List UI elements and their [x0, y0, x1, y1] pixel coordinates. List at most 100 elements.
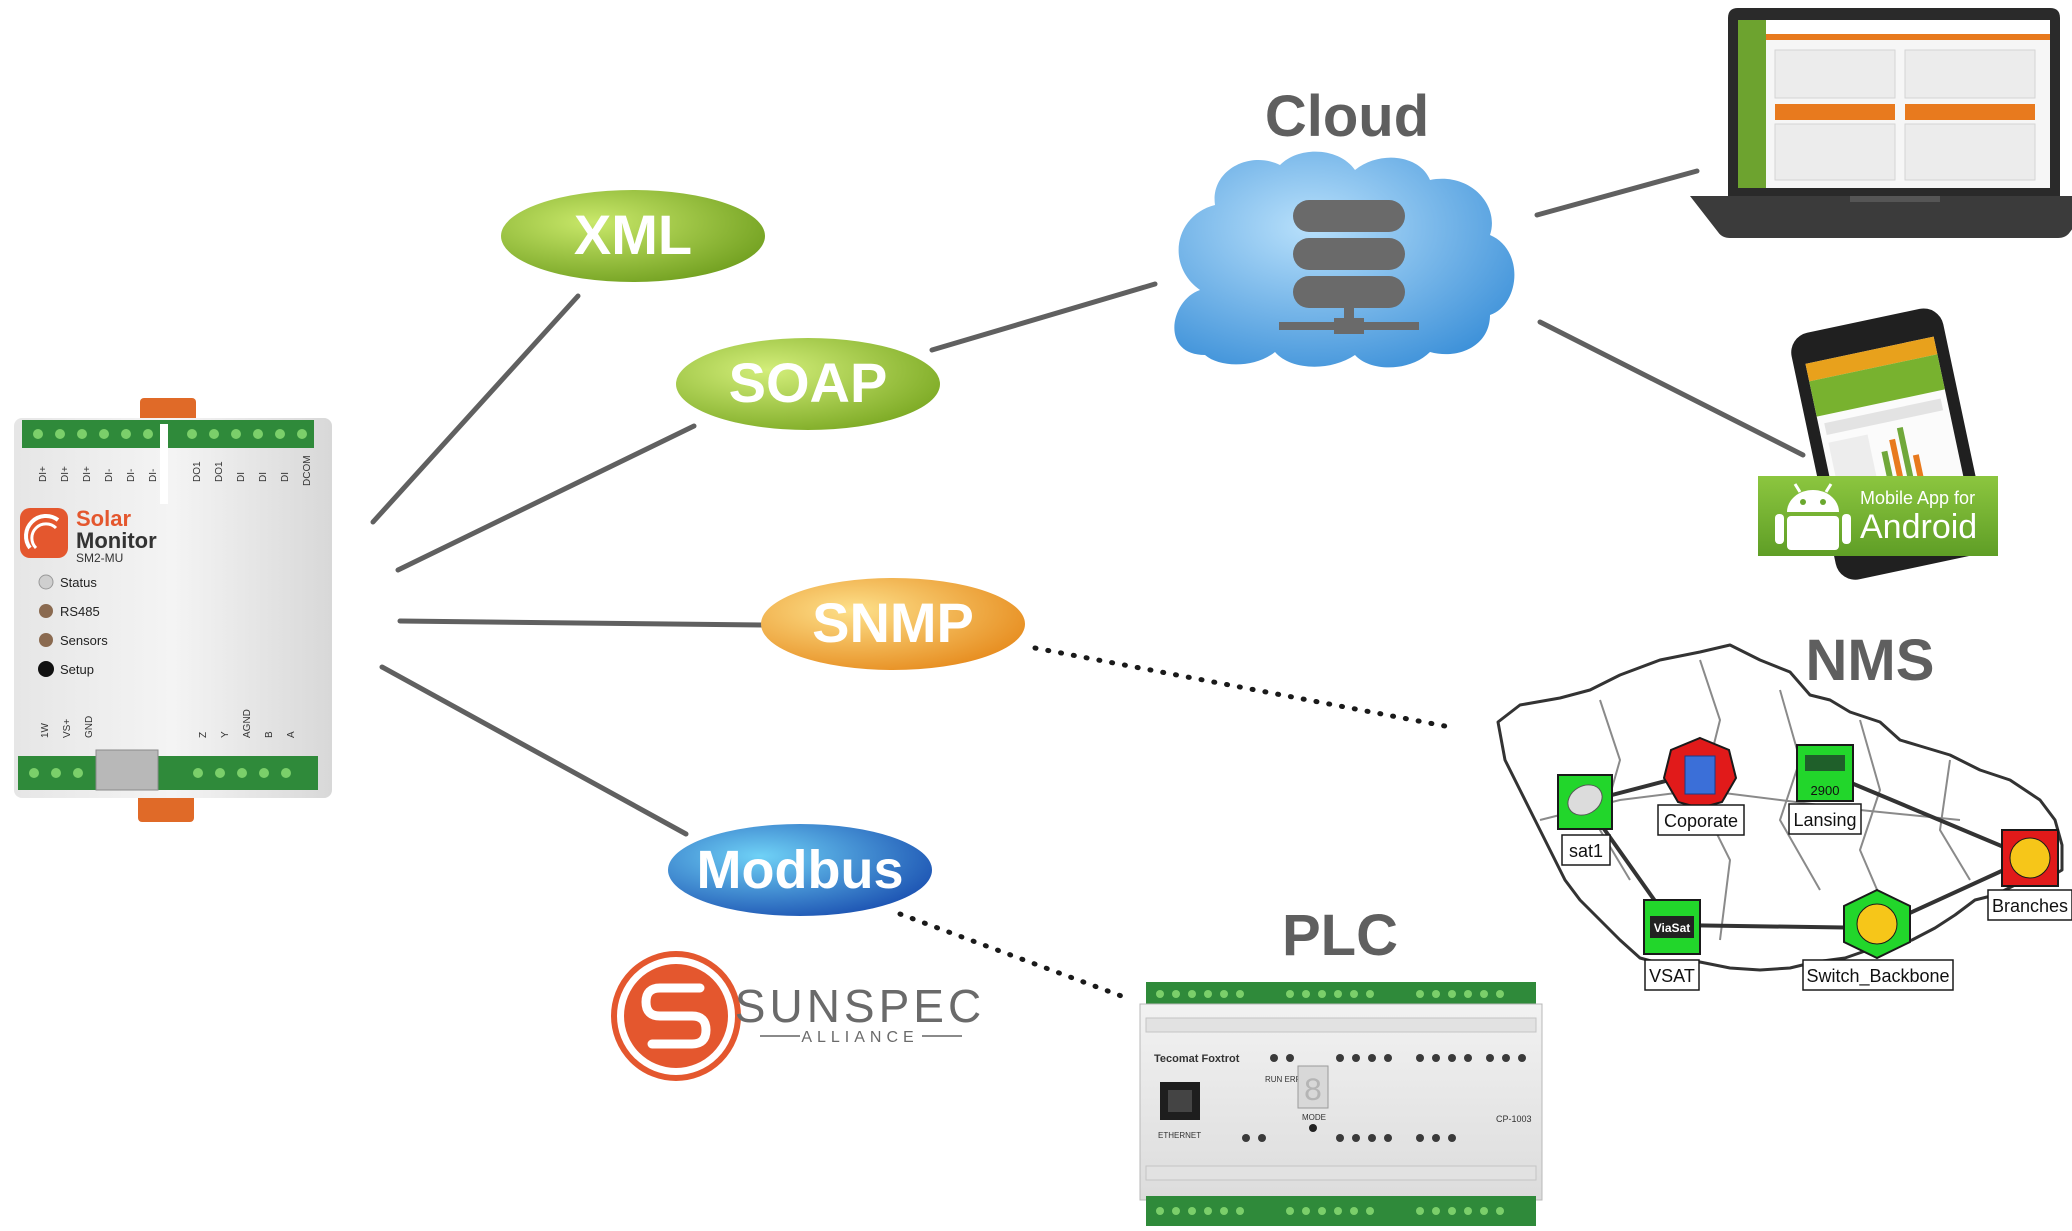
nms-node-vsat[interactable]: ViaSat VSAT	[1643, 899, 1701, 991]
android-badge: Mobile App for Android	[1758, 476, 1998, 556]
protocol-xml: XML	[501, 190, 765, 282]
line-soap-cloud	[929, 281, 1158, 353]
sensors-led	[39, 633, 53, 647]
android-robot-icon	[1775, 483, 1851, 550]
snmp-label: SNMP	[812, 591, 974, 654]
lansing-model: 2900	[1811, 783, 1840, 798]
device-divider	[160, 424, 168, 504]
nms-heading: NMS	[1806, 628, 1935, 693]
solar-monitor-device: DI+ DI+ DI+ DI- DI- DI- DO1 DO1 DI DI DI…	[14, 398, 332, 822]
bottom-terminal-label: A	[286, 731, 297, 738]
top-terminal-label: DI-	[148, 469, 159, 482]
top-terminal-label: DI	[236, 472, 247, 482]
line-device-xml	[370, 293, 581, 525]
device-model: SM2-MU	[76, 551, 123, 565]
nms-node-coporate[interactable]: Coporate	[1657, 736, 1745, 836]
plc-device: Tecomat Foxtrot ETHERNET RUN ERR 8 MODE …	[1139, 982, 1543, 1226]
nms-map: sat1 Coporate 2900 Lansing Branches	[1496, 643, 2072, 991]
device-leds: Status RS485 Sensors Setup	[38, 574, 108, 677]
line-cloud-phone	[1537, 319, 1806, 458]
setup-button	[38, 661, 54, 677]
laptop-sidebar	[1738, 20, 1766, 188]
sunspec-name: SUNSPEC	[735, 980, 985, 1032]
cloud	[1174, 151, 1515, 368]
plc-io-leds	[1242, 1054, 1526, 1142]
sunspec-sub: ALLIANCE	[801, 1029, 918, 1046]
top-terminal-label: DI	[280, 472, 291, 482]
solar-monitor-logo: Solar Monitor SM2-MU	[20, 506, 157, 565]
laptop-base	[1690, 196, 2072, 238]
line-device-modbus	[379, 664, 689, 837]
bottom-terminal-label: VS+	[62, 719, 73, 738]
connector-lines	[370, 168, 1806, 837]
nms-node-branches[interactable]: Branches	[1987, 829, 2072, 921]
plc-run-err-label: RUN ERR	[1265, 1075, 1302, 1084]
sat1-label: sat1	[1569, 841, 1603, 861]
line-cloud-laptop	[1534, 168, 1700, 218]
led-label: Setup	[60, 662, 94, 677]
nms-node-sat1[interactable]: sat1	[1557, 774, 1613, 866]
led-label: RS485	[60, 604, 100, 619]
plc-mode-button	[1309, 1124, 1317, 1132]
top-terminal-label: DO1	[192, 461, 203, 482]
protocol-snmp: SNMP	[761, 578, 1025, 670]
laptop-header	[1766, 20, 2050, 34]
bottom-terminal-label: GND	[84, 716, 95, 738]
bottom-terminal-label: Z	[198, 732, 209, 738]
seven-segment-display	[1297, 1065, 1329, 1109]
device-bottom-screws	[29, 768, 291, 778]
sunspec-logo: SUNSPEC ALLIANCE	[611, 951, 985, 1081]
switch-backbone-label: Switch_Backbone	[1806, 966, 1949, 987]
bottom-terminal-label: AGND	[242, 709, 253, 738]
snmp-bubble	[761, 578, 1025, 670]
lansing-label-box	[1788, 803, 1862, 835]
device-bottom-terminal-block	[18, 756, 318, 790]
branches-label: Branches	[1992, 896, 2068, 916]
xml-bubble	[501, 190, 765, 282]
device-top-terminal-labels: DI+ DI+ DI+ DI- DI- DI- DO1 DO1 DI DI DI…	[38, 455, 313, 486]
link-vsat-backbone	[1671, 923, 1878, 930]
plc-heading: PLC	[1282, 903, 1398, 968]
sat1-label-box	[1561, 834, 1611, 866]
soap-bubble	[676, 338, 940, 430]
dotted-lines	[897, 645, 1453, 1000]
device-body	[14, 418, 332, 798]
modbus-bubble	[668, 824, 932, 916]
modbus-label: Modbus	[697, 840, 904, 900]
brand-line1: Solar	[76, 506, 131, 531]
coporate-label: Coporate	[1664, 811, 1738, 831]
plc-top-screws	[1156, 990, 1504, 998]
bottom-terminal-label: Y	[220, 731, 231, 738]
server-stack-icon	[1279, 200, 1419, 334]
lansing-label: Lansing	[1793, 810, 1856, 830]
top-terminal-label: DI+	[38, 466, 49, 482]
nms-node-switch-backbone[interactable]: Switch_Backbone	[1802, 888, 1954, 991]
line-snmp-nms	[1032, 645, 1453, 730]
coporate-label-box	[1657, 804, 1745, 836]
nms-node-lansing[interactable]: 2900 Lansing	[1788, 744, 1862, 835]
vsat-badge: ViaSat	[1654, 921, 1690, 935]
bottom-terminal-label: 1W	[40, 722, 51, 738]
device-top-screws	[33, 429, 307, 439]
plc-port-label: ETHERNET	[1158, 1131, 1201, 1140]
switch-device-icon	[1805, 755, 1845, 771]
top-terminal-label: DCOM	[302, 455, 313, 486]
protocol-modbus: Modbus	[668, 824, 932, 916]
switch-backbone-label-box	[1802, 959, 1954, 991]
device-usb-port	[95, 749, 159, 791]
led-label: Sensors	[60, 633, 108, 648]
top-terminal-label: DI	[258, 472, 269, 482]
bottom-terminal-label: B	[264, 731, 275, 738]
vsat-label-box	[1644, 959, 1700, 991]
link-lansing-branches	[1824, 770, 2031, 860]
top-terminal-label: DI-	[126, 469, 137, 482]
brand-line2: Monitor	[76, 528, 157, 553]
plc-bottom-screws	[1156, 1207, 1504, 1215]
vsat-label: VSAT	[1649, 966, 1695, 986]
protocol-soap: SOAP	[676, 338, 940, 430]
line-modbus-plc	[897, 911, 1127, 1000]
lansing-icon	[1796, 744, 1854, 802]
sunspec-s-icon	[641, 983, 711, 1049]
top-terminal-label: DI-	[104, 469, 115, 482]
satellite-dish-icon	[1567, 784, 1603, 816]
